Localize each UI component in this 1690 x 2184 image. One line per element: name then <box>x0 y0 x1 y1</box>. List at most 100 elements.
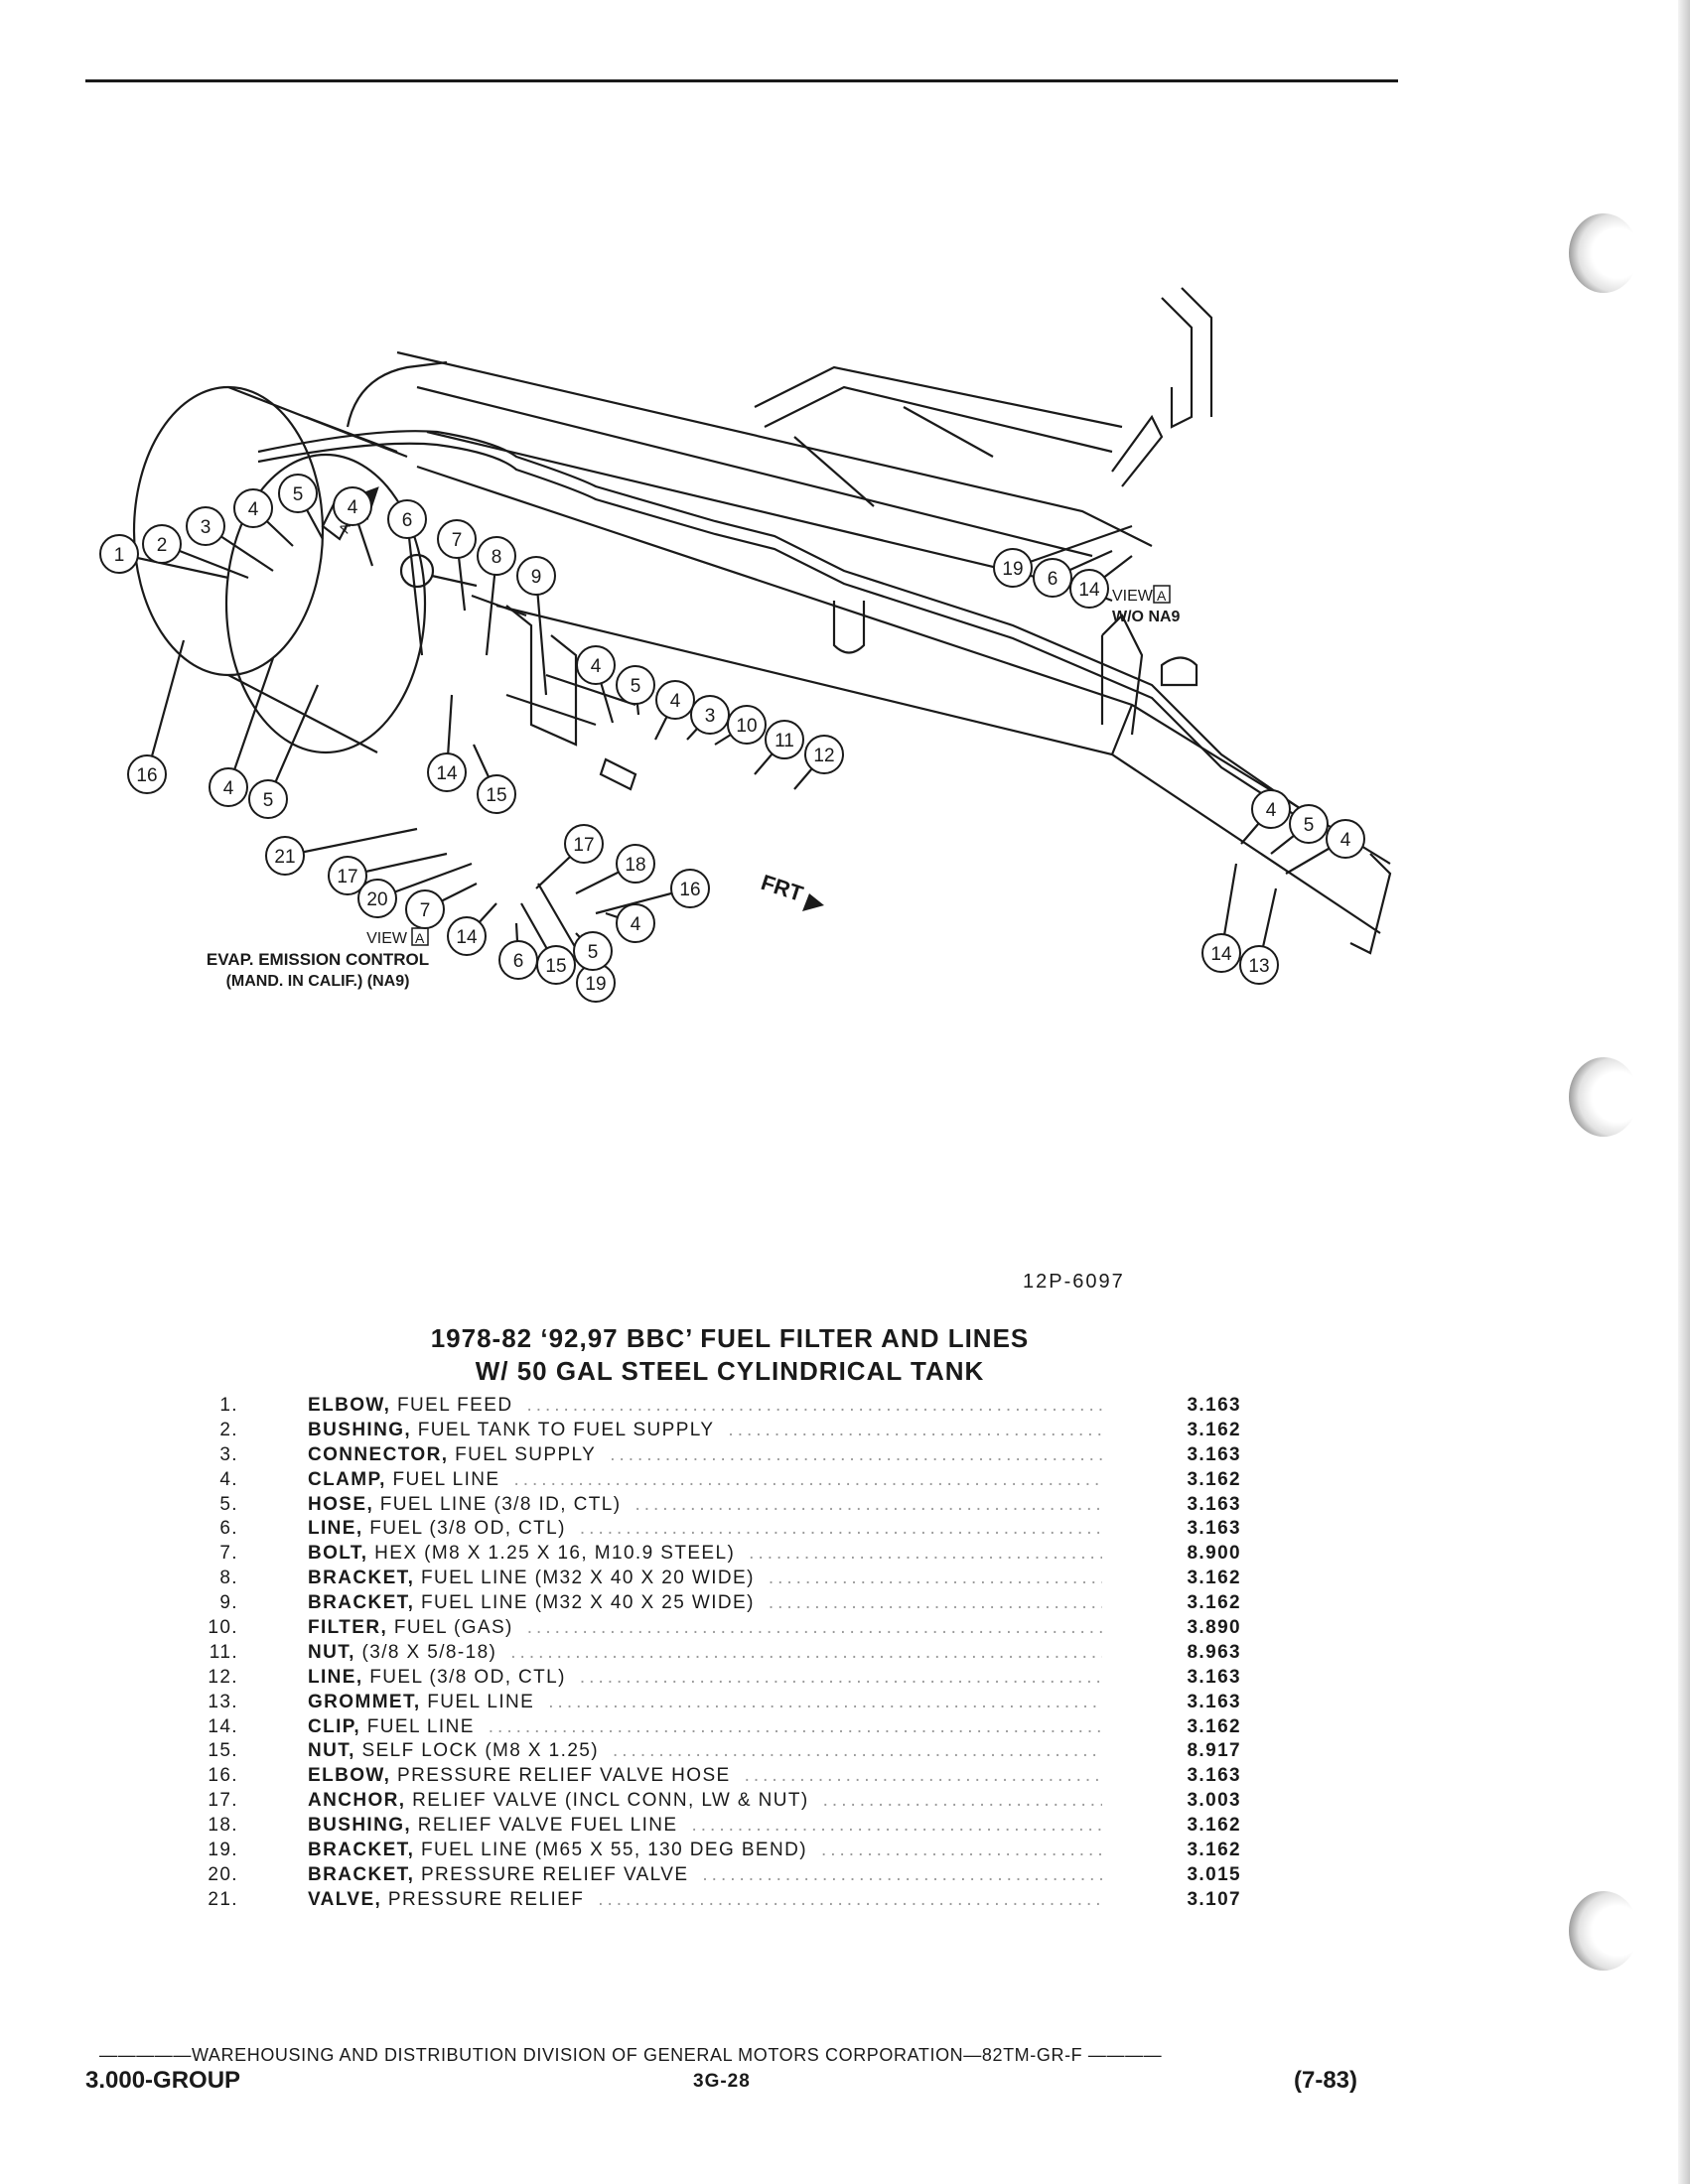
part-spec: FUEL LINE (3/8 ID, CTL) <box>373 1493 622 1515</box>
fuel-system-diagram: FRT A VIEW A W/O NA9 VIEW A EVAP. EMISSI… <box>99 287 1392 1003</box>
group-code: 8.963 <box>1187 1641 1241 1663</box>
group-code: 3.015 <box>1187 1863 1241 1885</box>
leader-dots <box>691 1815 1102 1837</box>
part-name: BUSHING, <box>308 1815 412 1837</box>
callout-number: 6 <box>513 951 524 972</box>
callout-bubble: 5 <box>573 931 613 971</box>
callout-number: 6 <box>402 510 413 531</box>
frt-arrow: FRT <box>758 870 824 911</box>
callout-bubble: 14 <box>447 916 487 956</box>
parts-list-row: 15.NUT, SELF LOCK (M8 X 1.25)8.917 <box>189 1740 1241 1765</box>
part-description: ELBOW, FUEL FEED <box>308 1395 1102 1417</box>
part-description: BRACKET, FUEL LINE (M32 X 40 X 25 WIDE) <box>308 1592 1102 1614</box>
callout-number: 5 <box>263 790 274 811</box>
diagram-linework <box>118 287 1392 984</box>
callout-number: 19 <box>1002 559 1023 580</box>
part-name: CONNECTOR, <box>308 1443 449 1465</box>
callout-bubble: 20 <box>357 879 397 918</box>
part-name: BRACKET, <box>308 1568 415 1589</box>
callout-bubble: 17 <box>564 824 604 864</box>
callout-number: 15 <box>545 956 566 977</box>
part-name: ANCHOR, <box>308 1790 406 1812</box>
evap-caption: VIEW A EVAP. EMISSION CONTROL (MAND. IN … <box>207 927 429 990</box>
part-name: BOLT, <box>308 1543 368 1565</box>
callout-number: 15 <box>486 785 506 806</box>
leader-dots <box>527 1617 1102 1639</box>
group-code: 3.003 <box>1187 1790 1241 1812</box>
parts-list-title: 1978-82 ‘92,97 BBC’ FUEL FILTER AND LINE… <box>430 1323 1030 1353</box>
leader-dots <box>489 1716 1102 1738</box>
parts-list-subtitle: W/ 50 GAL STEEL CYLINDRICAL TANK <box>475 1356 985 1386</box>
callout-bubble: 14 <box>1201 933 1241 973</box>
group-code: 3.162 <box>1187 1815 1241 1837</box>
part-spec: FUEL LINE (M32 X 40 X 25 WIDE) <box>414 1592 755 1614</box>
callout-bubble: 19 <box>993 548 1033 588</box>
callout-number: 3 <box>705 706 716 727</box>
binder-hole-top <box>1569 213 1638 293</box>
callout-bubble: 4 <box>233 488 273 528</box>
part-number: 5. <box>219 1493 238 1515</box>
group-code: 8.917 <box>1187 1740 1241 1762</box>
part-description: NUT, SELF LOCK (M8 X 1.25) <box>308 1740 1102 1762</box>
part-spec: RELIEF VALVE (INCL CONN, LW & NUT) <box>405 1790 809 1812</box>
parts-list-row: 4.CLAMP, FUEL LINE3.162 <box>189 1469 1241 1494</box>
callout-number: 5 <box>588 942 599 963</box>
callout-bubble: 6 <box>1033 558 1072 598</box>
callout-number: 4 <box>670 691 681 712</box>
part-spec: SELF LOCK (M8 X 1.25) <box>354 1740 599 1762</box>
callout-number: 17 <box>573 835 594 856</box>
callout-number: 9 <box>531 567 542 588</box>
callout-number: 7 <box>452 530 463 551</box>
group-code: 3.107 <box>1187 1888 1241 1910</box>
callout-bubble: 5 <box>616 665 655 705</box>
part-name: NUT, <box>308 1740 355 1762</box>
part-number: 1. <box>219 1395 238 1416</box>
part-number: 6. <box>219 1518 238 1540</box>
callout-number: 4 <box>348 497 358 518</box>
leader-dots <box>749 1543 1102 1565</box>
part-spec: PRESSURE RELIEF <box>381 1888 585 1910</box>
part-name: CLAMP, <box>308 1468 386 1490</box>
group-code: 3.163 <box>1187 1443 1241 1465</box>
callout-bubble: 4 <box>616 903 655 943</box>
leader-dots <box>728 1420 1102 1441</box>
group-code: 3.162 <box>1187 1568 1241 1589</box>
callout-bubble: 3 <box>690 695 730 735</box>
callout-number: 4 <box>223 778 234 799</box>
parts-list-row: 17.ANCHOR, RELIEF VALVE (INCL CONN, LW &… <box>189 1790 1241 1815</box>
parts-list-row: 7.BOLT, HEX (M8 X 1.25 X 16, M10.9 STEEL… <box>189 1543 1241 1568</box>
parts-list-row: 3.CONNECTOR, FUEL SUPPLY3.163 <box>189 1444 1241 1469</box>
callout-number: 10 <box>736 716 757 737</box>
callout-number: 20 <box>366 889 387 910</box>
callout-number: 14 <box>436 763 458 784</box>
parts-list-row: 19.BRACKET, FUEL LINE (M65 X 55, 130 DEG… <box>189 1840 1241 1864</box>
group-code: 3.162 <box>1187 1468 1241 1490</box>
callout-number: 13 <box>1248 956 1269 977</box>
part-description: LINE, FUEL (3/8 OD, CTL) <box>308 1667 1102 1689</box>
part-spec: FUEL (3/8 OD, CTL) <box>362 1518 566 1540</box>
parts-list-row: 20.BRACKET, PRESSURE RELIEF VALVE3.015 <box>189 1864 1241 1889</box>
callout-bubble: 21 <box>265 836 305 876</box>
part-name: GROMMET, <box>308 1691 421 1712</box>
leader-dots <box>610 1444 1102 1466</box>
leader-dots <box>548 1692 1102 1713</box>
callout-number: 6 <box>1048 569 1058 590</box>
callout-bubble: 11 <box>765 720 804 759</box>
parts-list-row: 5.HOSE, FUEL LINE (3/8 ID, CTL)3.163 <box>189 1494 1241 1519</box>
parts-list-row: 8.BRACKET, FUEL LINE (M32 X 40 X 20 WIDE… <box>189 1568 1241 1592</box>
parts-list-row: 1.ELBOW, FUEL FEED3.163 <box>189 1395 1241 1420</box>
part-description: BRACKET, PRESSURE RELIEF VALVE <box>308 1864 1102 1886</box>
part-name: BRACKET, <box>308 1863 415 1885</box>
part-name: CLIP, <box>308 1715 361 1737</box>
callout-bubble: 4 <box>333 486 372 526</box>
part-spec: FUEL LINE <box>385 1468 500 1490</box>
evap-caption-line2: (MAND. IN CALIF.) (NA9) <box>226 973 410 990</box>
callout-bubble: 6 <box>498 940 538 980</box>
part-description: CLAMP, FUEL LINE <box>308 1469 1102 1491</box>
leader-dots <box>745 1765 1102 1787</box>
callout-bubble: 4 <box>655 680 695 720</box>
part-number: 2. <box>219 1419 238 1440</box>
part-description: BUSHING, RELIEF VALVE FUEL LINE <box>308 1815 1102 1837</box>
part-description: BUSHING, FUEL TANK TO FUEL SUPPLY <box>308 1420 1102 1441</box>
